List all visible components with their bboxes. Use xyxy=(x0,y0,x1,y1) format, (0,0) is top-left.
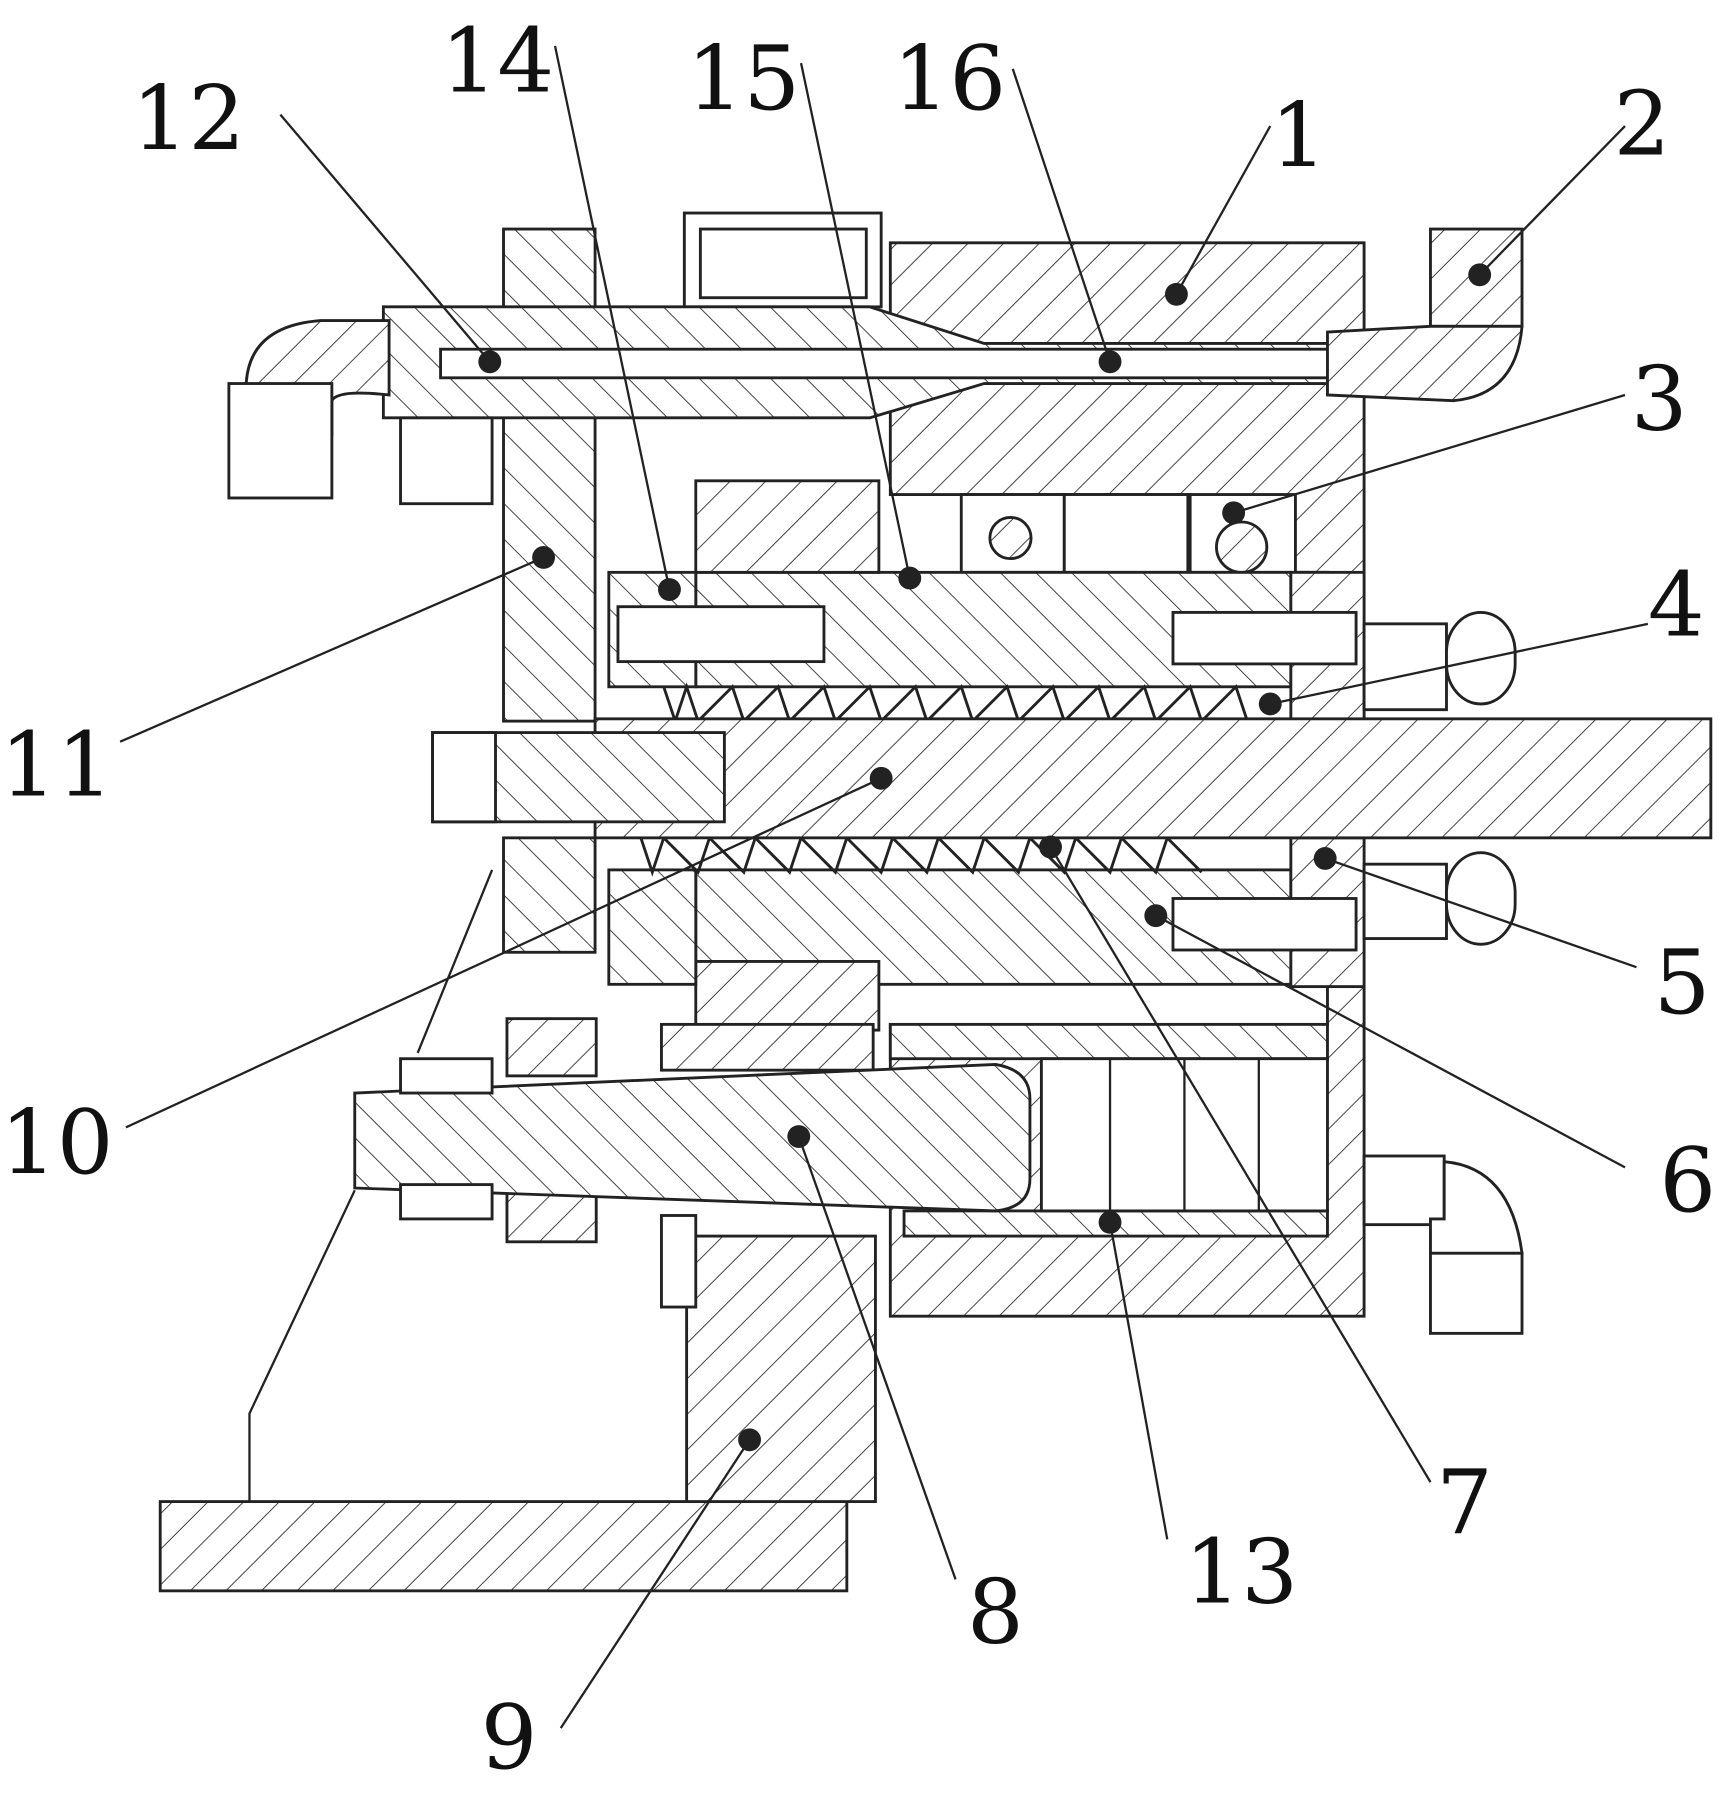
right-bottom-nut xyxy=(1429,1251,1524,1335)
svg-text:1: 1 xyxy=(1270,84,1327,188)
top-cap-inner xyxy=(698,227,868,300)
shaft xyxy=(593,717,1713,840)
locating-pin xyxy=(353,1062,1032,1213)
right-bottom-elbow xyxy=(1429,1160,1524,1255)
callout-7: 7 xyxy=(1039,835,1493,1556)
callout-5: 5 xyxy=(1313,847,1711,1035)
vertical-plate-lower xyxy=(502,836,597,954)
svg-text:4: 4 xyxy=(1648,553,1705,657)
air-tube-bore xyxy=(439,347,1364,380)
callout-9: 9 xyxy=(481,1428,762,1790)
svg-text:16: 16 xyxy=(893,27,1007,131)
svg-text:9: 9 xyxy=(481,1686,538,1790)
spring-lower xyxy=(639,835,1203,877)
inner-block-top xyxy=(694,479,881,574)
callout-11: 11 xyxy=(0,546,556,818)
right-top-elbow xyxy=(1326,324,1524,403)
callout-10: 10 xyxy=(0,766,893,1195)
callout-2: 2 xyxy=(1468,73,1670,287)
svg-text:7: 7 xyxy=(1436,1452,1493,1556)
callout-16: 16 xyxy=(893,27,1122,374)
svg-text:11: 11 xyxy=(0,714,114,818)
svg-text:5: 5 xyxy=(1654,931,1711,1035)
screw-left xyxy=(616,605,826,664)
screw-right-lower xyxy=(1171,897,1358,952)
callout-3: 3 xyxy=(1222,347,1688,525)
lower-bushing xyxy=(888,1022,1329,1061)
lower-guide xyxy=(660,1022,875,1072)
callout-12: 12 xyxy=(132,67,502,374)
right-bottom-connector xyxy=(1362,1154,1446,1227)
svg-text:15: 15 xyxy=(687,27,801,131)
left-hex-nut xyxy=(399,416,494,506)
svg-text:3: 3 xyxy=(1631,347,1688,451)
callout-15: 15 xyxy=(687,27,922,590)
svg-text:8: 8 xyxy=(967,1560,1024,1664)
bearing-mid xyxy=(1062,493,1190,574)
left-fitting-nut xyxy=(227,382,334,500)
callout-13: 13 xyxy=(1098,1210,1298,1624)
left-collar-lower xyxy=(607,868,698,986)
callout-4: 4 xyxy=(1258,553,1705,716)
support-flange xyxy=(660,1214,698,1309)
ball-1 xyxy=(988,515,1033,561)
callout-1: 1 xyxy=(1164,84,1327,306)
callout-6: 6 xyxy=(1144,904,1716,1233)
base-plate xyxy=(158,1500,849,1593)
callout-14: 14 xyxy=(441,10,681,601)
right-ring-bottom xyxy=(1445,851,1517,946)
ball-3 xyxy=(1215,520,1269,574)
pin-nut-bottom xyxy=(399,1183,494,1221)
screw-right xyxy=(1171,610,1358,666)
plate-lower-block xyxy=(505,1017,598,1078)
svg-text:12: 12 xyxy=(132,67,246,171)
callout-8: 8 xyxy=(787,1125,1024,1664)
svg-text:6: 6 xyxy=(1659,1129,1716,1233)
bolt-head xyxy=(431,731,497,824)
vertical-plate xyxy=(502,227,597,723)
svg-text:13: 13 xyxy=(1184,1520,1298,1624)
svg-text:2: 2 xyxy=(1614,73,1671,177)
pin-nut-top xyxy=(399,1057,494,1095)
support-block xyxy=(685,1234,877,1504)
svg-text:14: 14 xyxy=(441,10,555,114)
inner-block-bottom xyxy=(694,960,881,1032)
right-connector-top xyxy=(1362,622,1448,712)
svg-text:10: 10 xyxy=(0,1091,114,1195)
spring-upper xyxy=(662,682,1249,726)
